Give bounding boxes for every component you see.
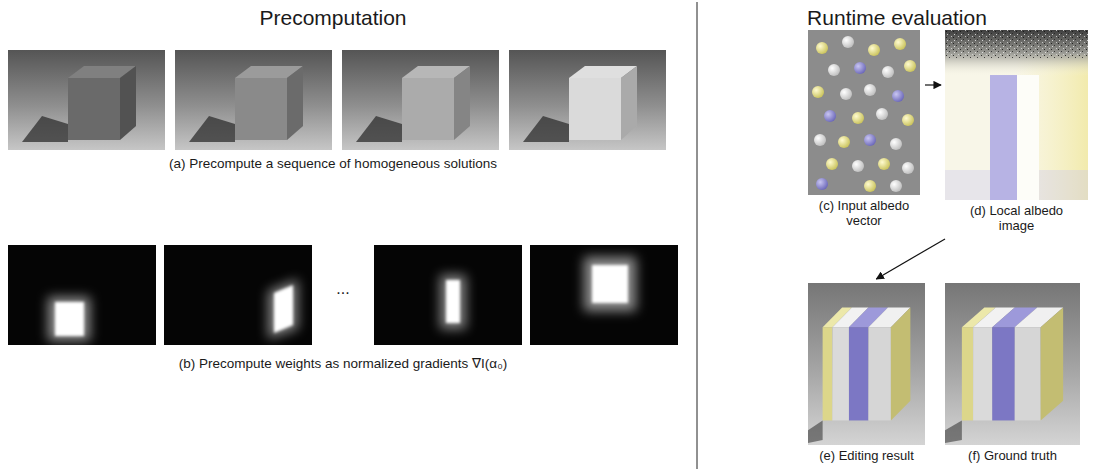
image-panel: (f) Ground truth bbox=[943, 281, 1082, 467]
label-holder: ... bbox=[323, 280, 363, 298]
image-panel: (d) Local albedo image bbox=[943, 28, 1090, 237]
label-holder: (b) Precompute weights as normalized gra… bbox=[33, 355, 653, 371]
section-heading: Runtime evaluation bbox=[747, 6, 1047, 30]
flow-arrow bbox=[876, 239, 945, 279]
panel-caption: (e) Editing result bbox=[805, 449, 928, 464]
label-holder: Precomputation bbox=[133, 6, 533, 30]
ellipsis-mark: ... bbox=[323, 280, 363, 298]
section-heading: Precomputation bbox=[133, 6, 533, 30]
label-holder: Runtime evaluation bbox=[747, 6, 1047, 30]
flow-arrow bbox=[925, 84, 941, 85]
label-holder: (a) Precompute a sequence of homogeneous… bbox=[83, 156, 583, 171]
panel-caption: (c) Input albedo vector bbox=[807, 199, 921, 229]
row-caption: (a) Precompute a sequence of homogeneous… bbox=[83, 156, 583, 171]
row-caption: (b) Precompute weights as normalized gra… bbox=[33, 355, 653, 371]
panel-caption: (d) Local albedo image bbox=[959, 204, 1075, 234]
panel-caption: (f) Ground truth bbox=[943, 449, 1082, 464]
image-panel: (c) Input albedo vector bbox=[805, 28, 923, 232]
image-panel: (e) Editing result bbox=[805, 281, 928, 467]
